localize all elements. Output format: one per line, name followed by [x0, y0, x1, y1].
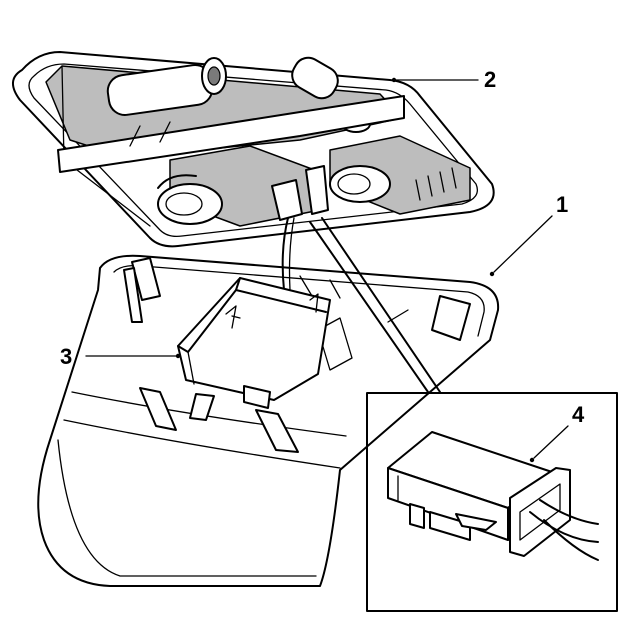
bulb-left	[106, 57, 227, 116]
callout-leaders	[85, 77, 569, 463]
socket-right	[329, 165, 391, 203]
part-4-connector	[387, 431, 599, 561]
part-3-module	[177, 277, 331, 409]
callout-3: 3	[60, 344, 72, 369]
part-2-housing	[12, 51, 495, 248]
inset-detail-box	[309, 217, 618, 612]
socket-left	[157, 174, 223, 225]
callout-2: 2	[484, 67, 496, 92]
callout-4: 4	[572, 402, 585, 427]
callout-1: 1	[556, 192, 568, 217]
